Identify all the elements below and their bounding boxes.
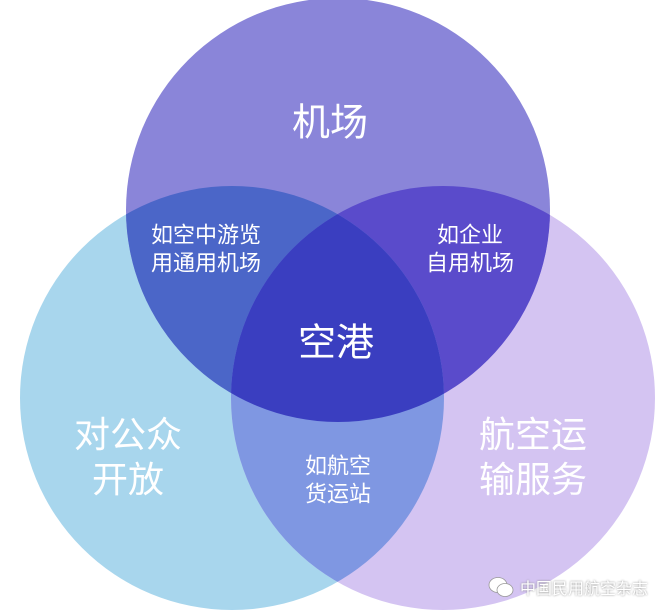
label-public: 对公众 开放 — [74, 413, 182, 503]
label-public-line2: 开放 — [91, 460, 165, 501]
label-left-right-line1: 如航空 — [304, 454, 372, 480]
watermark: 中国民用航空杂志 — [488, 575, 648, 599]
label-airport: 机场 — [291, 100, 369, 145]
label-top-right-line2: 自用机场 — [425, 251, 515, 276]
label-top-left-line1: 如空中游览 — [150, 223, 262, 249]
watermark-text: 中国民用航空杂志 — [520, 579, 649, 598]
label-top-left: 如空中游览 用通用机场 — [151, 223, 261, 278]
label-public-line1: 对公众 — [73, 415, 183, 456]
label-top-right-line1: 如企业 — [436, 223, 504, 249]
label-top-right: 如企业 自用机场 — [426, 223, 514, 278]
label-air-transport: 航空运 输服务 — [479, 413, 587, 503]
label-top-left-line2: 用通用机场 — [150, 251, 262, 276]
wechat-icon — [488, 577, 514, 597]
label-center: 空港 — [297, 320, 375, 365]
label-air-transport-line2: 输服务 — [478, 460, 588, 501]
label-left-right-line2: 货运站 — [304, 482, 372, 507]
label-left-right: 如航空 货运站 — [305, 454, 371, 509]
label-air-transport-line1: 航空运 — [478, 415, 588, 456]
